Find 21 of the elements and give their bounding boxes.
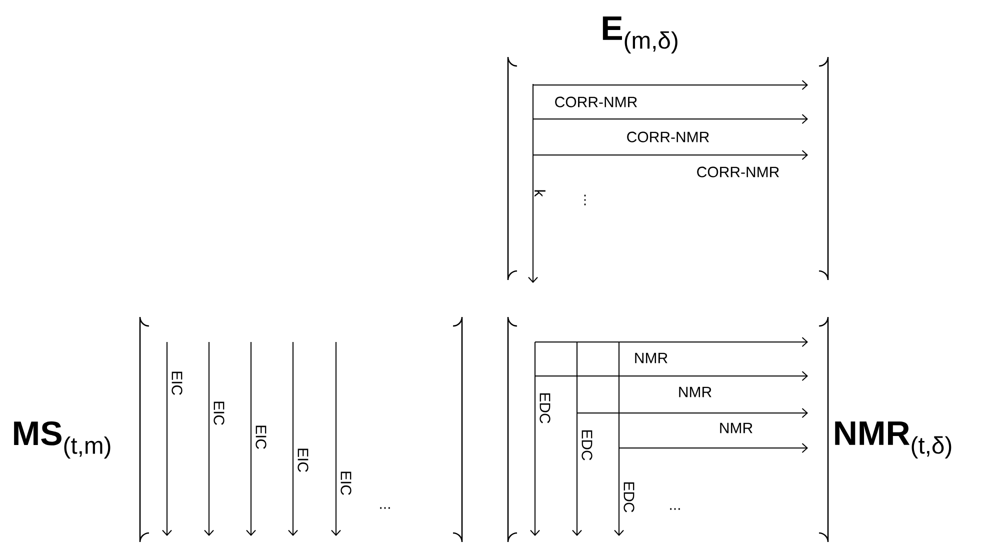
- column-label: EIC: [172, 372, 182, 395]
- row-label: NMR: [720, 422, 752, 434]
- column-label: EDC: [582, 430, 592, 460]
- column-label: EIC: [340, 472, 352, 495]
- row-label: CORR-NMR: [555, 96, 637, 108]
- ellipsis: ⋮: [584, 194, 586, 206]
- column-label: EDC: [540, 393, 550, 424]
- row-label: CORR-NMR: [697, 166, 779, 178]
- matrix-title: MS$_{(t,m)}$: [14, 421, 110, 459]
- axis-label: k: [534, 190, 546, 197]
- column-label: EIC: [256, 426, 266, 449]
- column-label: EDC: [624, 482, 634, 512]
- matrix-title: E$_{(m,δ)}$: [602, 16, 678, 54]
- matrix-title: NMR$_{(t,δ)}$: [835, 421, 952, 458]
- ellipsis: ...: [380, 507, 390, 509]
- ellipsis: ...: [670, 508, 680, 510]
- column-label: EIC: [214, 402, 224, 425]
- row-label: CORR-NMR: [627, 132, 709, 142]
- row-label: NMR: [635, 352, 668, 364]
- row-label: NMR: [679, 386, 712, 398]
- column-label: EIC: [298, 448, 308, 472]
